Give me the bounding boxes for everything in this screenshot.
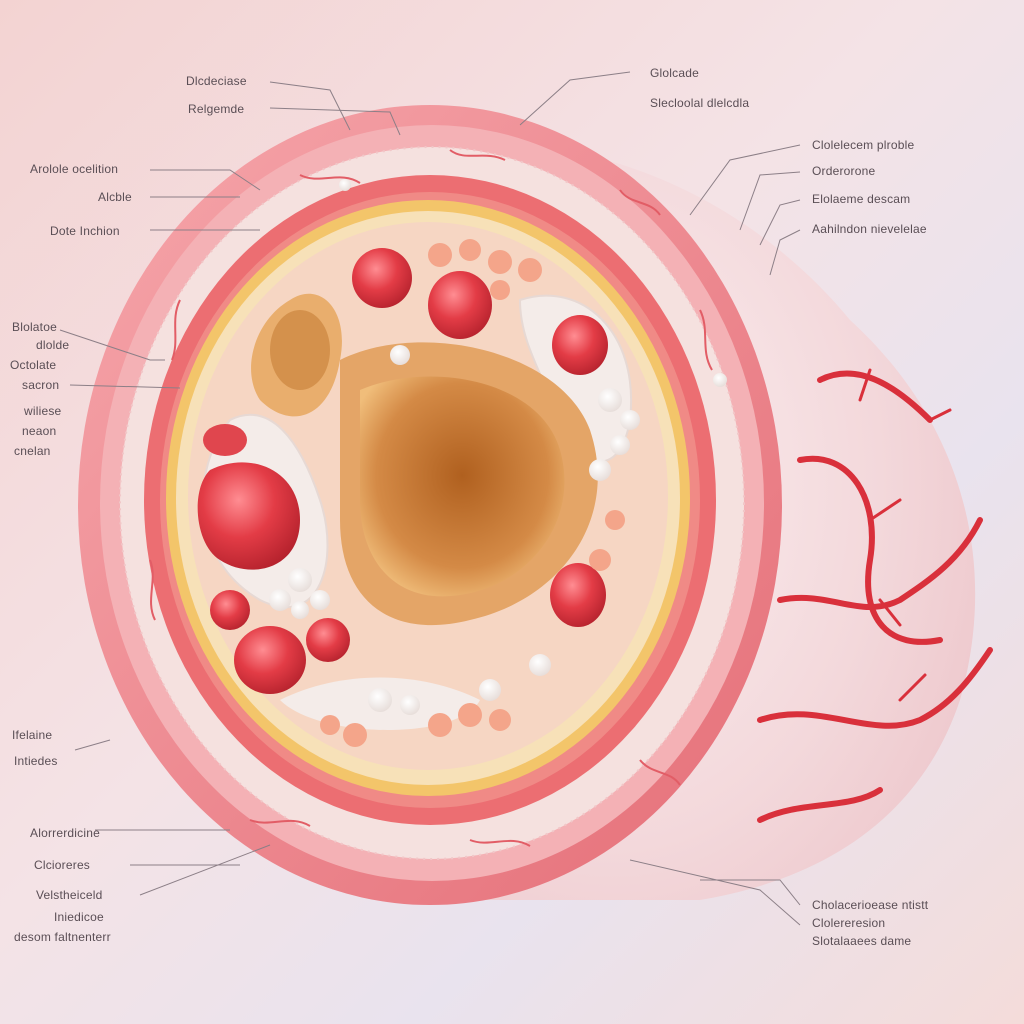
label-right-bottom-3: Slotalaaees dame <box>812 934 912 948</box>
label-left-top-1: Dlcdeciase <box>186 74 247 88</box>
lumen <box>360 376 565 597</box>
label-left-mid-3: Dote Inchion <box>50 224 120 238</box>
label-left-bottom-2: Clcioreres <box>34 858 91 872</box>
label-right-bottom-1: Cholacerioease ntistt <box>812 898 929 912</box>
label-left-stack-3: Octolate <box>10 358 57 372</box>
label-left-mid-1: Arolole ocelition <box>30 162 119 176</box>
label-left-stack-2: dlolde <box>36 338 70 352</box>
label-left-stack-6: neaon <box>22 424 57 438</box>
label-left-stack-5: wiliese <box>24 404 62 418</box>
label-right-mid-4: Aahilndon nievelelae <box>812 222 927 236</box>
label-left-stack-4: sacron <box>22 378 60 392</box>
vessel-branch-icon <box>757 370 993 823</box>
fat-cell-icon <box>269 179 727 715</box>
label-left-bottom-1: Alorrerdicine <box>30 826 100 840</box>
label-right-mid-2: Orderorone <box>812 164 876 178</box>
label-right-mid-3: Elolaeme descam <box>812 192 911 206</box>
label-right-top-2: Slecloolal dlelcdla <box>650 96 750 110</box>
label-right-bottom-2: Clolereresion <box>812 916 886 930</box>
label-right-top-1: Glolcade <box>650 66 699 80</box>
label-left-low-2: Intiedes <box>14 754 58 768</box>
label-left-bottom-3: Velstheiceld <box>36 888 103 902</box>
blood-cell-icon <box>197 248 608 694</box>
label-left-bottom-5: desom faltnenterr <box>14 930 111 944</box>
label-left-bottom-4: Iniedicoe <box>54 910 104 924</box>
leader-lines <box>59 71 801 926</box>
label-left-stack-7: cnelan <box>14 444 51 458</box>
label-left-top-2: Relgemde <box>188 102 245 116</box>
label-left-low-1: Ifelaine <box>12 728 53 742</box>
label-left-mid-2: Alcble <box>98 190 132 204</box>
label-right-mid-1: Clolelecem plroble <box>812 138 915 152</box>
label-left-stack-1: Blolatoe <box>12 320 57 334</box>
